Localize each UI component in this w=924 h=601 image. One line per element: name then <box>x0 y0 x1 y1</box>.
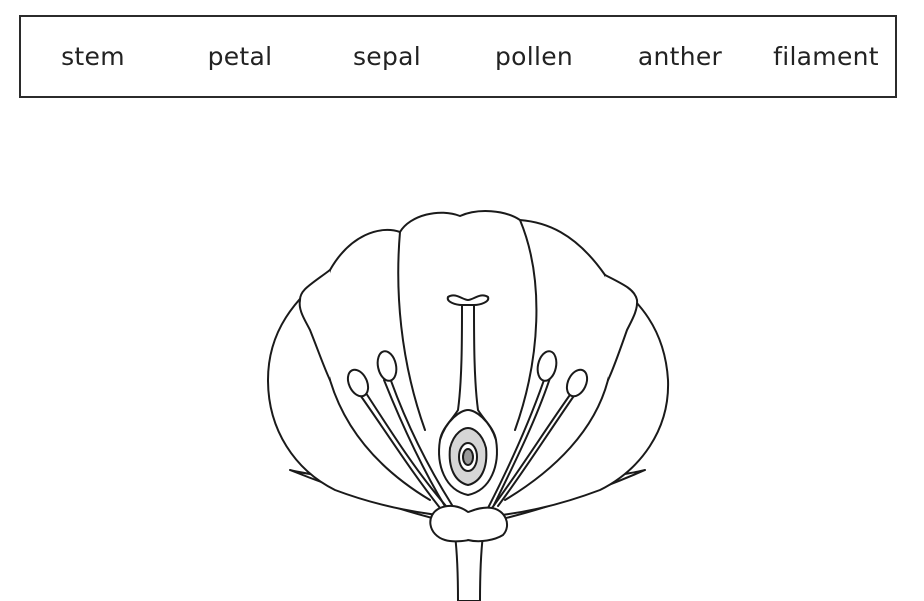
anther-1 <box>346 368 370 398</box>
word-sepal[interactable]: sepal <box>352 42 422 71</box>
petal-inner-left <box>397 231 426 431</box>
petal-right-outer <box>604 274 639 381</box>
filament-1b <box>363 389 447 507</box>
stem <box>454 534 484 601</box>
filament-2b <box>389 377 453 506</box>
word-pollen[interactable]: pollen <box>494 42 574 71</box>
anther-4 <box>565 368 589 398</box>
filament-3 <box>487 379 545 509</box>
word-stem[interactable]: stem <box>61 42 125 71</box>
word-petal[interactable]: petal <box>207 42 273 71</box>
filament-4b <box>497 389 579 507</box>
word-anther[interactable]: anther <box>637 42 723 71</box>
petal-inner-right <box>514 219 538 431</box>
anther-3 <box>536 350 558 382</box>
filament-3b <box>493 377 551 506</box>
word-filament[interactable]: filament <box>773 42 879 71</box>
stigma <box>446 294 490 306</box>
anther-2 <box>376 350 398 382</box>
word-bank: stem petal sepal pollen anther filament <box>19 15 897 98</box>
filament-1 <box>357 391 441 509</box>
ovule-core <box>462 448 474 466</box>
filament-4 <box>491 391 573 509</box>
receptacle <box>429 504 508 543</box>
petal-left-outer <box>298 269 331 381</box>
filament-2 <box>383 379 447 509</box>
